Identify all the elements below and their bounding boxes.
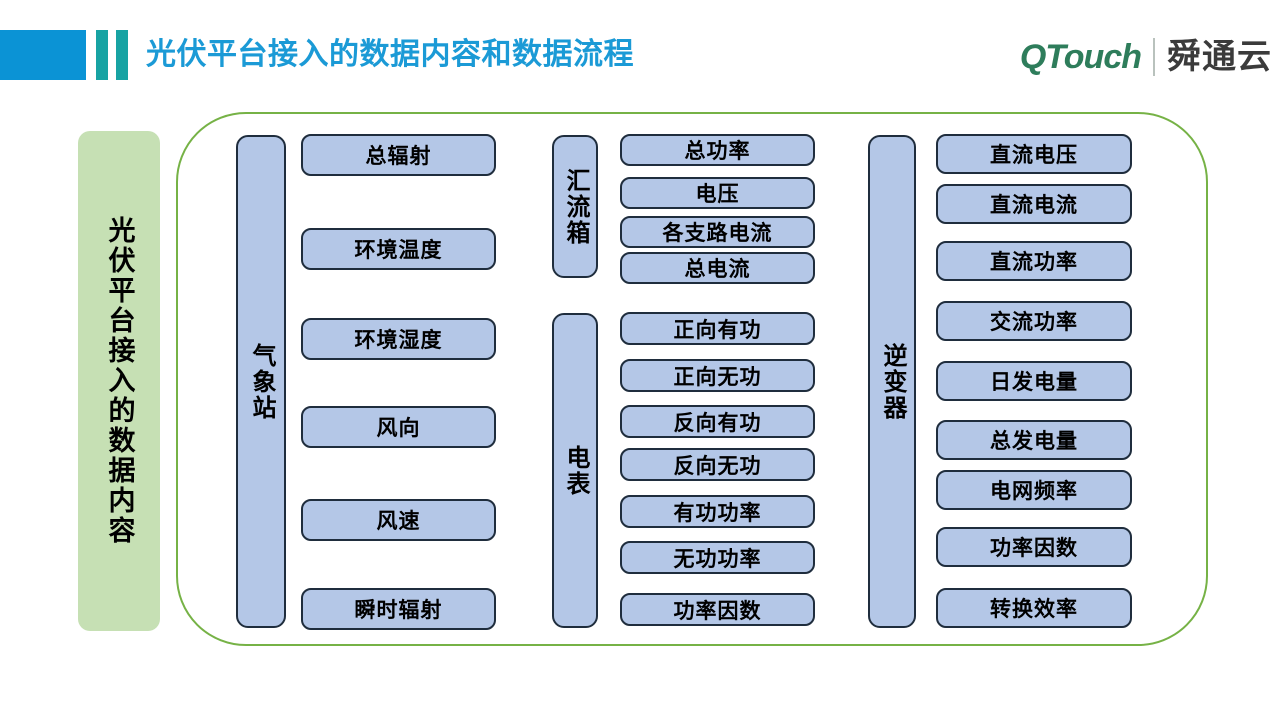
- item-box-inverter-4[interactable]: 日发电量: [936, 361, 1132, 401]
- item-box-inverter-8[interactable]: 转换效率: [936, 588, 1132, 628]
- item-box-combiner-3[interactable]: 总电流: [620, 252, 815, 284]
- data-content-panel: 光伏平台接入的数据内容: [78, 131, 160, 631]
- item-box-inverter-7[interactable]: 功率因数: [936, 527, 1132, 567]
- item-box-meter-1[interactable]: 正向无功: [620, 359, 815, 392]
- item-box-inverter-3[interactable]: 交流功率: [936, 301, 1132, 341]
- item-box-meter-0[interactable]: 正向有功: [620, 312, 815, 345]
- diagram-frame: [176, 112, 1208, 646]
- item-box-weather-5[interactable]: 瞬时辐射: [301, 588, 496, 630]
- category-label-meter: 电表: [562, 444, 589, 497]
- item-box-weather-3[interactable]: 风向: [301, 406, 496, 448]
- item-box-meter-3[interactable]: 反向无功: [620, 448, 815, 481]
- page-title: 光伏平台接入的数据内容和数据流程: [146, 38, 634, 71]
- page-header: 光伏平台接入的数据内容和数据流程 QTouch 舜通云: [0, 0, 1280, 100]
- header-accent-bar-1: [96, 30, 108, 80]
- item-box-weather-1[interactable]: 环境温度: [301, 228, 496, 270]
- category-label-combiner: 汇流箱: [562, 167, 589, 246]
- item-box-inverter-1[interactable]: 直流电流: [936, 184, 1132, 224]
- category-bar-weather: 气象站: [236, 135, 286, 628]
- item-box-meter-5[interactable]: 无功功率: [620, 541, 815, 574]
- item-box-combiner-1[interactable]: 电压: [620, 177, 815, 209]
- item-box-meter-4[interactable]: 有功功率: [620, 495, 815, 528]
- item-box-inverter-5[interactable]: 总发电量: [936, 420, 1132, 460]
- category-label-inverter: 逆变器: [879, 342, 906, 421]
- data-content-panel-label: 光伏平台接入的数据内容: [104, 216, 135, 546]
- item-box-combiner-0[interactable]: 总功率: [620, 134, 815, 166]
- brand-logo: QTouch 舜通云: [1020, 34, 1272, 80]
- item-box-combiner-2[interactable]: 各支路电流: [620, 216, 815, 248]
- logo-wordmark: QTouch: [1019, 38, 1142, 76]
- item-box-inverter-2[interactable]: 直流功率: [936, 241, 1132, 281]
- category-label-weather: 气象站: [248, 342, 275, 421]
- item-box-meter-2[interactable]: 反向有功: [620, 405, 815, 438]
- item-box-inverter-0[interactable]: 直流电压: [936, 134, 1132, 174]
- item-box-inverter-6[interactable]: 电网频率: [936, 470, 1132, 510]
- logo-chinese-name: 舜通云: [1167, 38, 1272, 76]
- item-box-weather-4[interactable]: 风速: [301, 499, 496, 541]
- category-bar-meter: 电表: [552, 313, 598, 628]
- header-accent-block: [0, 30, 86, 80]
- item-box-weather-0[interactable]: 总辐射: [301, 134, 496, 176]
- item-box-weather-2[interactable]: 环境湿度: [301, 318, 496, 360]
- category-bar-combiner: 汇流箱: [552, 135, 598, 278]
- header-accent-bar-2: [116, 30, 128, 80]
- category-bar-inverter: 逆变器: [868, 135, 916, 628]
- item-box-meter-6[interactable]: 功率因数: [620, 593, 815, 626]
- logo-divider: [1153, 38, 1155, 76]
